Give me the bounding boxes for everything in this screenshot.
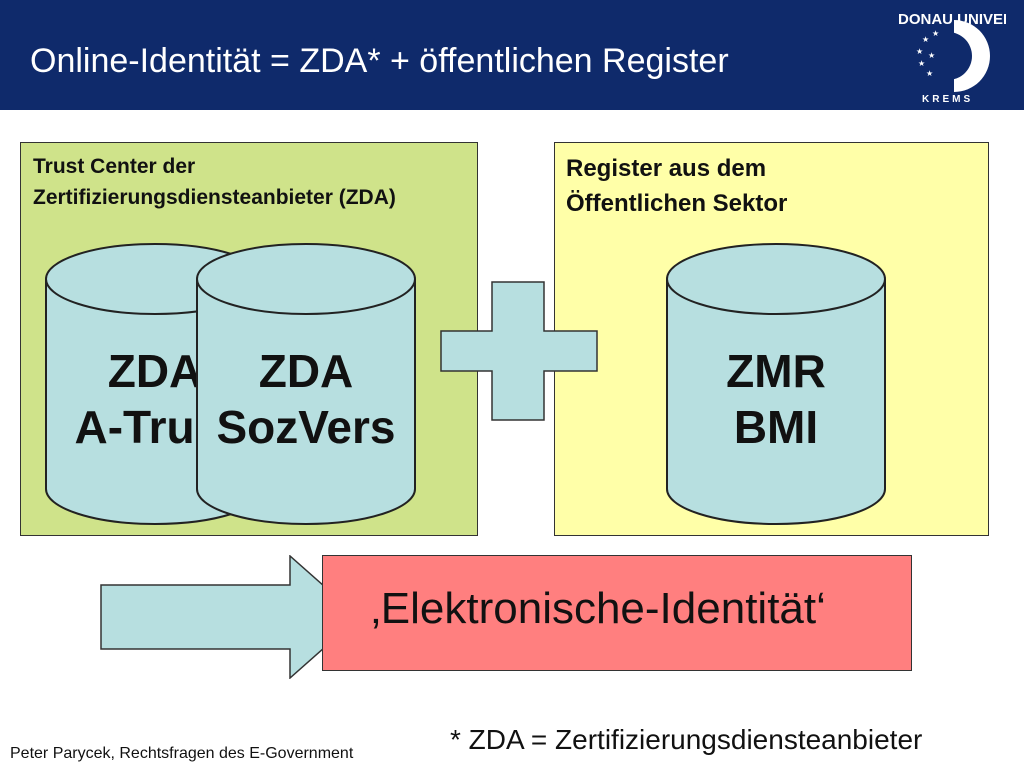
svg-text:★: ★ [918, 59, 925, 68]
public-register-label: Register aus dem Öffentlichen Sektor [566, 151, 787, 221]
svg-text:★: ★ [916, 47, 923, 56]
trust-center-label-line2: Zertifizierungsdiensteanbieter (ZDA) [33, 186, 396, 209]
svg-text:★: ★ [926, 69, 933, 78]
trust-center-label-line1: Trust Center der [33, 155, 196, 178]
svg-text:★: ★ [928, 51, 935, 60]
cylinder-sozvers-label: ZDA SozVers [196, 343, 416, 455]
public-register-label-line1: Register aus dem [566, 155, 767, 182]
plus-icon [440, 281, 598, 421]
cylinder-zmr-bmi: ZMR BMI [666, 243, 886, 525]
logo-text-bottom: KREMS [922, 94, 973, 105]
slide-title: Online-Identität = ZDA* + öffentlichen R… [30, 42, 729, 80]
author-credit: Peter Parycek, Rechtsfragen des E-Govern… [10, 745, 354, 762]
university-logo: ★★★ ★★★ DONAU UNIVERSITÄT KREMS [898, 11, 1006, 105]
logo-text-top: DONAU UNIVERSITÄT [898, 11, 1006, 28]
svg-text:★: ★ [932, 29, 939, 38]
cylinder-zmr-label: ZMR BMI [666, 343, 886, 455]
svg-text:★: ★ [922, 35, 929, 44]
cylinder-zmr-line2: BMI [733, 401, 819, 453]
electronic-identity-box: ‚Elektronische-Identität‘ [322, 555, 912, 671]
public-register-label-line2: Öffentlichen Sektor [566, 190, 788, 217]
header-bar: Online-Identität = ZDA* + öffentlichen R… [0, 0, 1024, 110]
electronic-identity-label: ‚Elektronische-Identität‘ [371, 584, 826, 633]
zda-footnote: * ZDA = Zertifizierungsdiensteanbieter [450, 724, 923, 755]
cylinder-zmr-line1: ZMR [726, 345, 826, 397]
trust-center-label: Trust Center der Zertifizierungsdienstea… [33, 151, 396, 213]
cylinder-a-trust-line1: ZDA [107, 345, 203, 397]
cylinder-zda-sozvers: ZDA SozVers [196, 243, 416, 525]
cylinder-sozvers-line1: ZDA [258, 345, 354, 397]
cylinder-sozvers-line2: SozVers [216, 401, 396, 453]
result-arrow-icon [100, 555, 360, 679]
